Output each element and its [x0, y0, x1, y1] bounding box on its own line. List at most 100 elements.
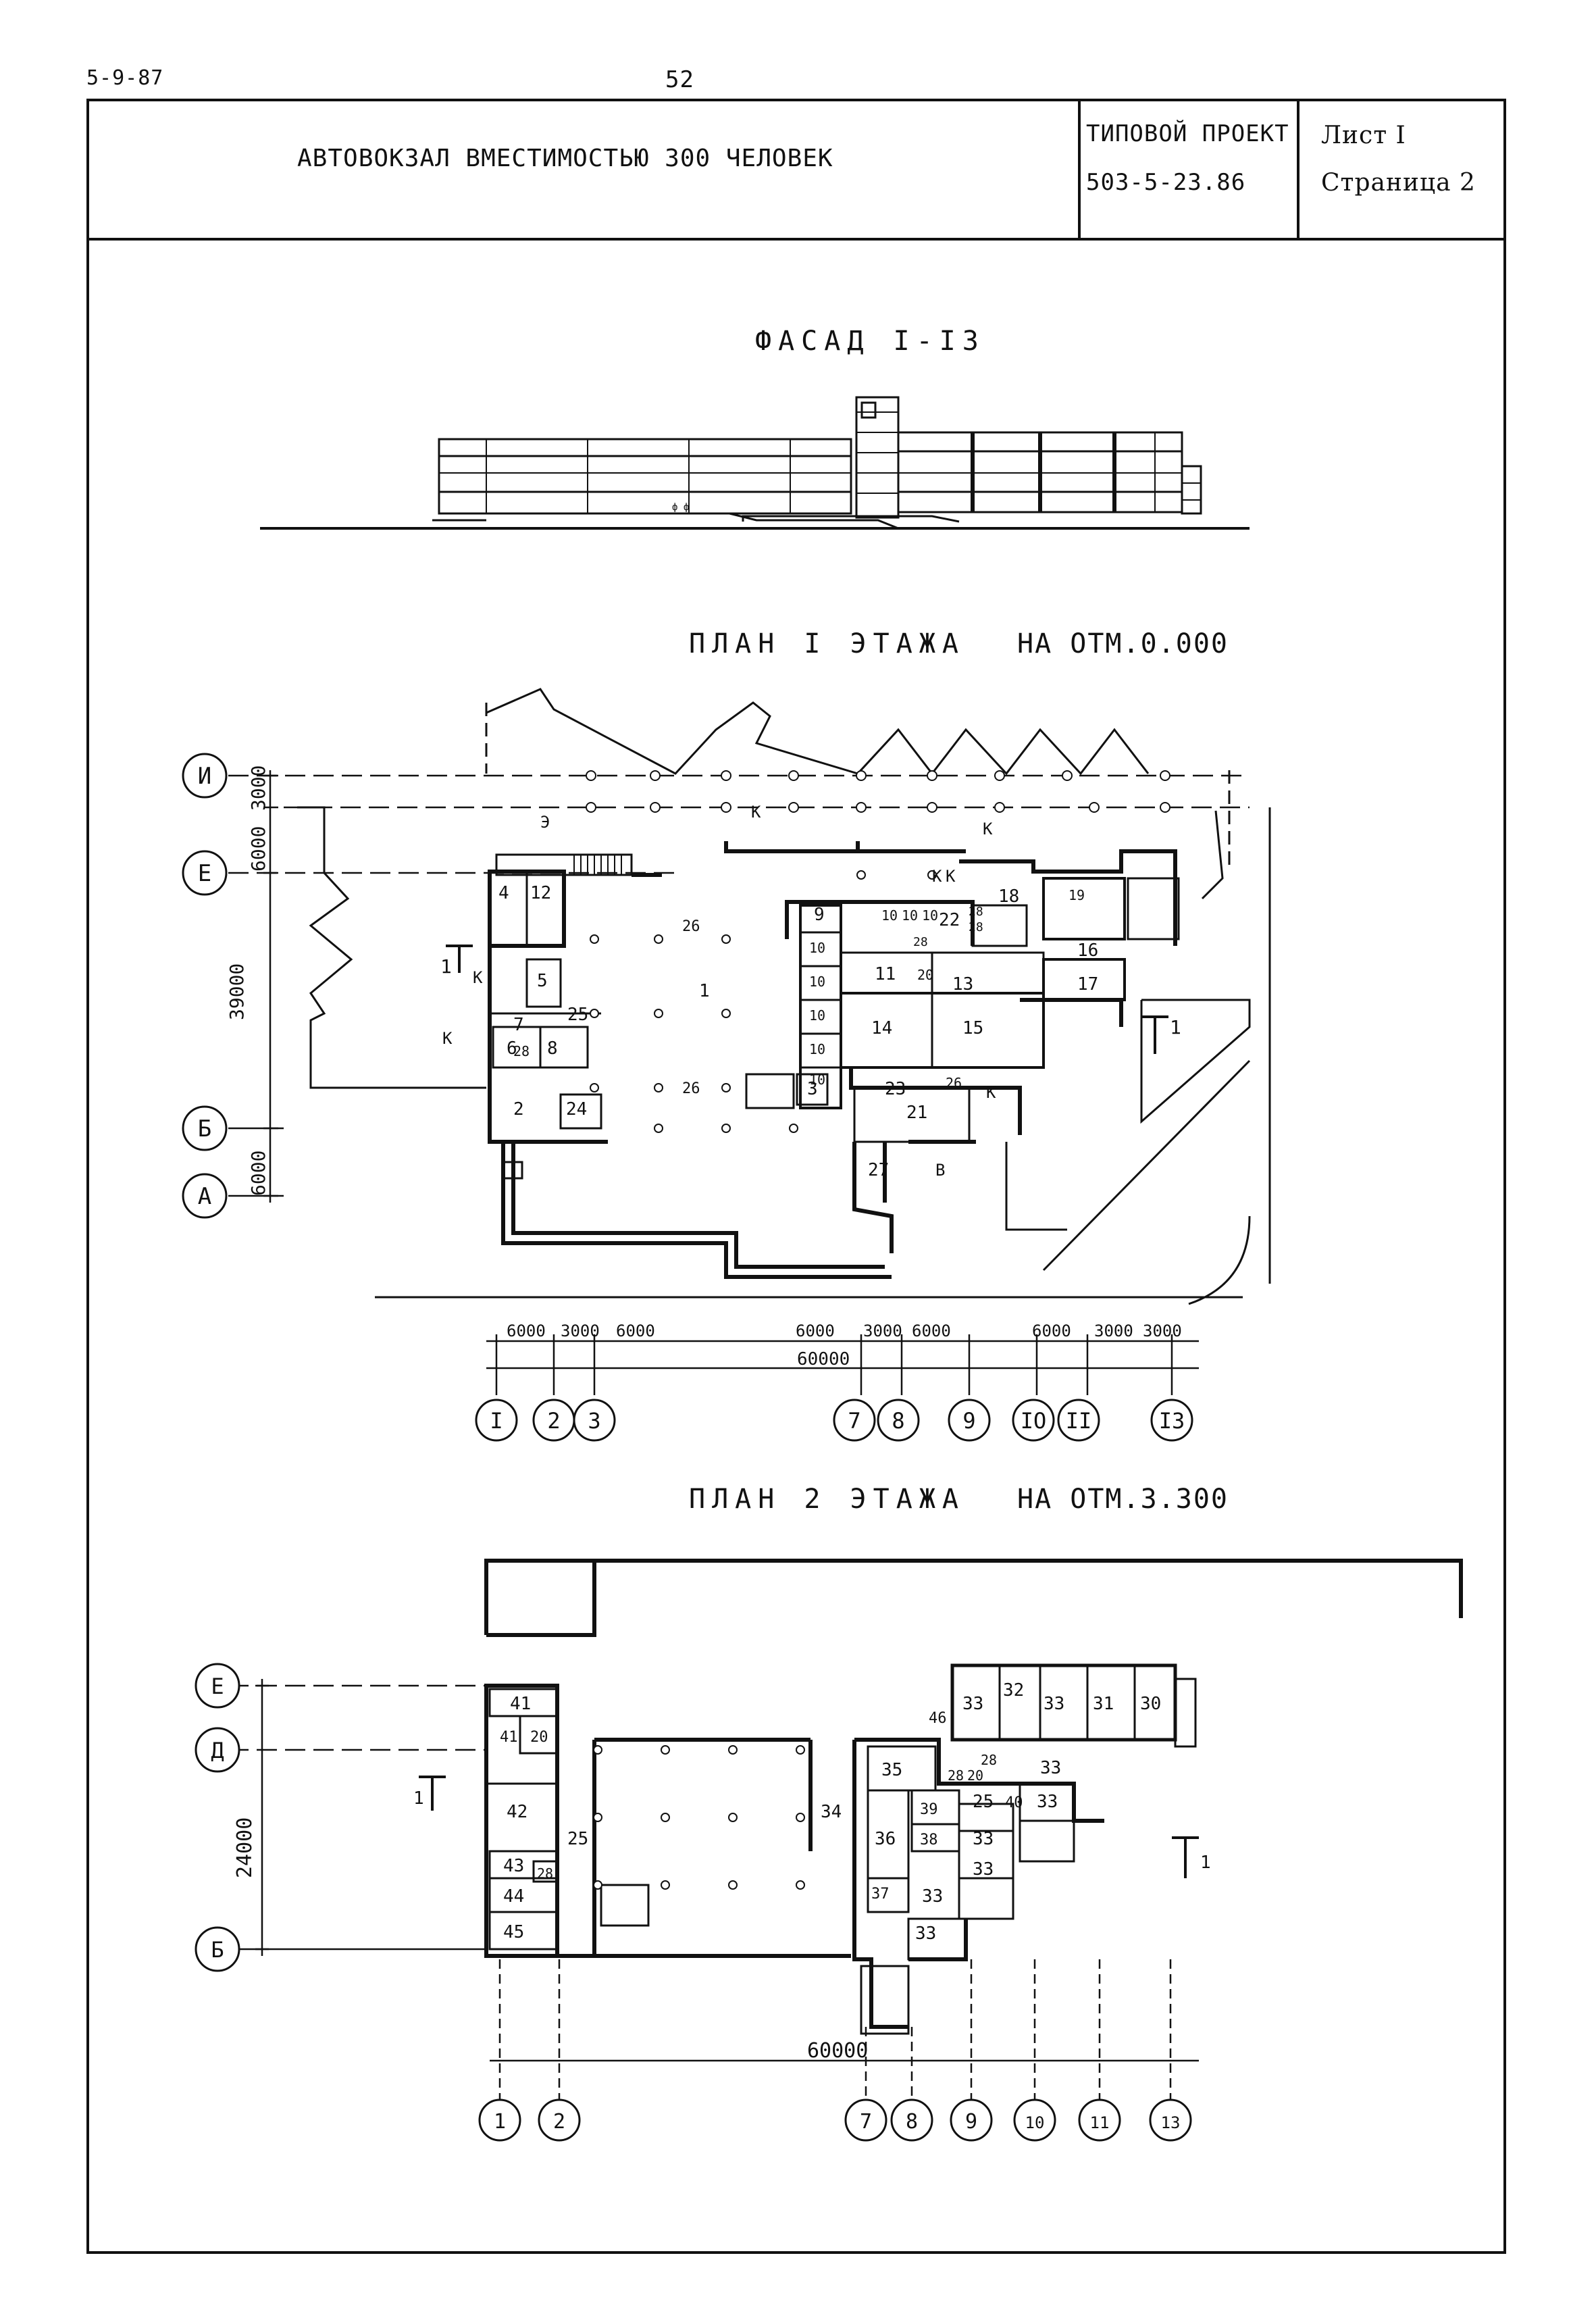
- plan2-walls: [484, 1559, 1463, 2035]
- room-label: 33: [915, 1923, 936, 1944]
- room-label: 25: [567, 1005, 588, 1025]
- room-label: 17: [1077, 974, 1098, 995]
- facade-elevation: [260, 396, 1250, 530]
- room-label: 1: [699, 981, 710, 1001]
- title-block: [86, 99, 1506, 2254]
- axis-bubble: [182, 1105, 228, 1151]
- plan2-title: ПЛАН 2 ЭТАЖА: [689, 1484, 965, 1515]
- room-label: 32: [1003, 1680, 1024, 1701]
- axis-label: 9: [962, 1408, 975, 1434]
- room-label: 25: [567, 1829, 588, 1849]
- axis-label: IO: [1021, 1408, 1047, 1434]
- axis-label: 8: [906, 2110, 918, 2134]
- room-label: 13: [952, 974, 973, 995]
- room-label: 3: [807, 1079, 818, 1099]
- room-label: 10: [809, 940, 825, 956]
- dim-label: 6000: [796, 1322, 835, 1340]
- room-label: 33: [973, 1829, 994, 1849]
- room-label: 9: [814, 905, 825, 925]
- room-label: 38: [920, 1832, 938, 1848]
- axis-label: 3: [588, 1408, 600, 1434]
- plan2-section-marks: [419, 1776, 1199, 1878]
- room-label: 28: [948, 1767, 964, 1784]
- room-label: 45: [503, 1922, 524, 1942]
- plan2-interior-columns: [593, 1745, 805, 1890]
- axis-bubble: [182, 1173, 228, 1219]
- axis-label: Д: [211, 1738, 224, 1763]
- room-label: 10: [881, 907, 898, 924]
- room-label: 10: [809, 974, 825, 990]
- axis-label: I: [490, 1408, 503, 1434]
- sheet-title: АВТОВОКЗАЛ ВМЕСТИМОСТЬЮ 300 ЧЕЛОВЕК: [297, 145, 833, 172]
- room-label: 42: [507, 1802, 527, 1822]
- room-label: 33: [1044, 1694, 1064, 1714]
- plan2-col-axes: [478, 2098, 1192, 2142]
- entry-mark: К: [932, 867, 942, 886]
- plan1-col-axes: [475, 1399, 1193, 1442]
- room-label: 34: [821, 1802, 842, 1822]
- title-block-col2: [1297, 99, 1299, 239]
- dim-label: 6000: [1032, 1322, 1071, 1340]
- room-label: 41: [500, 1729, 518, 1746]
- plan1-interior-columns: [590, 870, 937, 1133]
- room-label: 10: [809, 1007, 825, 1024]
- room-label: 12: [530, 883, 551, 903]
- axis-label: И: [198, 763, 211, 790]
- section-label: 1: [1200, 1853, 1211, 1873]
- axis-label: Е: [211, 1674, 224, 1699]
- section-label: 1: [1170, 1016, 1181, 1038]
- page-label: Страница 2: [1321, 169, 1476, 197]
- project-number: 503-5-23.86: [1086, 169, 1246, 196]
- entry-mark: В: [935, 1161, 945, 1180]
- axis-label: 1: [494, 2110, 506, 2134]
- dim-label: 6000: [912, 1322, 951, 1340]
- plan1-site-lines: [375, 807, 1271, 1305]
- room-label: 41: [510, 1694, 531, 1714]
- dim-label: 3000: [1094, 1322, 1133, 1340]
- room-label: 26: [946, 1075, 962, 1091]
- room-label: 8: [547, 1038, 558, 1059]
- room-label: 20: [967, 1767, 983, 1784]
- room-label: 27: [868, 1160, 889, 1180]
- room-label: 28: [913, 935, 928, 949]
- plan2-axis-grid: [228, 1679, 486, 1956]
- axis-label: 8: [892, 1408, 904, 1434]
- axis-label: II: [1066, 1408, 1092, 1434]
- room-label: 30: [1140, 1694, 1161, 1714]
- plan2-bottom-dims: [490, 1959, 1199, 2101]
- axis-label: Б: [211, 1937, 224, 1963]
- room-label: 4: [498, 883, 509, 903]
- plan1-column-markers: [586, 770, 1170, 813]
- axis-label: 13: [1161, 2113, 1181, 2132]
- axis-label: Е: [198, 860, 211, 887]
- room-label: 36: [875, 1829, 896, 1849]
- room-label: 20: [530, 1729, 548, 1746]
- room-label: 44: [503, 1886, 524, 1907]
- dim-label: 3000: [863, 1322, 902, 1340]
- plan1-break-lines: [297, 688, 1231, 1089]
- room-label: 37: [871, 1886, 890, 1903]
- room-label: 7: [513, 1015, 524, 1035]
- room-label: 20: [917, 967, 933, 983]
- room-label: 21: [906, 1103, 927, 1123]
- dim-label: 3000: [1143, 1322, 1182, 1340]
- axis-label: А: [198, 1183, 211, 1210]
- dim-label: 6000: [507, 1322, 546, 1340]
- plan1-walls: [488, 841, 1180, 1279]
- room-label: 10: [902, 907, 918, 924]
- plan1-section-mark: [446, 945, 1168, 1054]
- axis-label: 7: [860, 2110, 872, 2134]
- axis-bubble: [182, 753, 228, 799]
- dim-label: 6000: [247, 826, 269, 872]
- room-label: 16: [1077, 940, 1098, 961]
- dim-label: 39000: [226, 963, 248, 1020]
- room-label: 10: [809, 1072, 825, 1088]
- room-label: 24: [566, 1099, 587, 1120]
- axis-label: Б: [198, 1115, 211, 1142]
- title-block-divider: [86, 238, 1506, 241]
- title-block-col1: [1078, 99, 1081, 239]
- project-type: ТИПОВОЙ ПРОЕКТ: [1086, 120, 1289, 147]
- entry-mark: К: [983, 820, 993, 838]
- room-label: 33: [922, 1886, 943, 1907]
